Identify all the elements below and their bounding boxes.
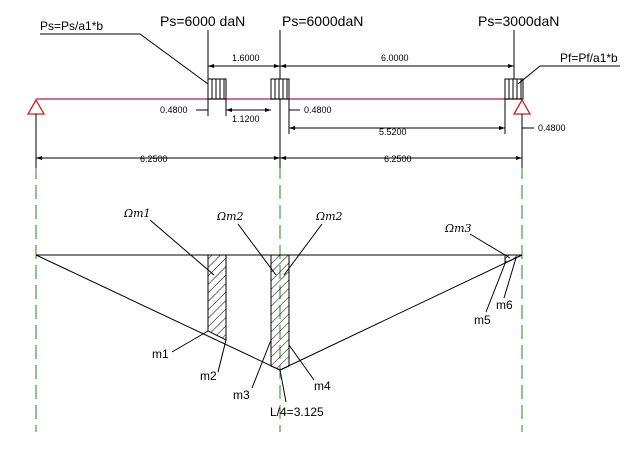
omega-m2-label-b: Ωm2 — [315, 210, 343, 223]
load-pad-2 — [270, 78, 290, 100]
m4-label: m4 — [314, 379, 331, 393]
m5-label: m5 — [474, 313, 491, 327]
dimension-ticks — [36, 64, 522, 160]
dim-6-0: 6.0000 — [381, 53, 409, 63]
load-formula-right: Pf=Pf/a1*b — [560, 51, 618, 65]
load-pad-1 — [207, 78, 227, 100]
dim-half-left: 6.2500 — [140, 154, 168, 164]
formula-leaders — [40, 33, 620, 85]
load-label-3: Ps=3000daN — [478, 13, 559, 29]
load-label-2: Ps=6000daN — [282, 13, 363, 29]
omega-m2-label-a: Ωm2 — [216, 210, 244, 223]
dim-0-48-right: 0.4800 — [538, 123, 566, 133]
m2-label: m2 — [200, 369, 217, 383]
influence-area-m1 — [207, 254, 227, 341]
dim-0-48-mid: 0.4800 — [304, 105, 332, 115]
omega-leaders — [149, 219, 511, 276]
dim-half-right: 6.2500 — [384, 154, 412, 164]
m1-label: m1 — [152, 347, 169, 361]
load-formula-left: Ps=Ps/a1*b — [40, 19, 103, 33]
omega-m3-label: Ωm3 — [444, 222, 472, 235]
omega-m1-label: Ωm1 — [123, 207, 151, 220]
influence-area-m2 — [270, 254, 290, 371]
m6-label: m6 — [496, 298, 513, 312]
m3-label: m3 — [233, 388, 250, 402]
peak-value-label: L/4=3.125 — [270, 405, 324, 419]
dim-1-6: 1.6000 — [232, 53, 260, 63]
support-right — [512, 98, 532, 115]
support-left — [26, 98, 46, 115]
m-leaders — [171, 257, 517, 403]
dimension-lines — [36, 65, 534, 159]
load-label-1: Ps=6000 daN — [160, 13, 245, 29]
dim-5-52: 5.5200 — [379, 127, 407, 137]
dim-0-48-left: 0.4800 — [160, 105, 188, 115]
dim-1-12: 1.1200 — [232, 114, 260, 124]
